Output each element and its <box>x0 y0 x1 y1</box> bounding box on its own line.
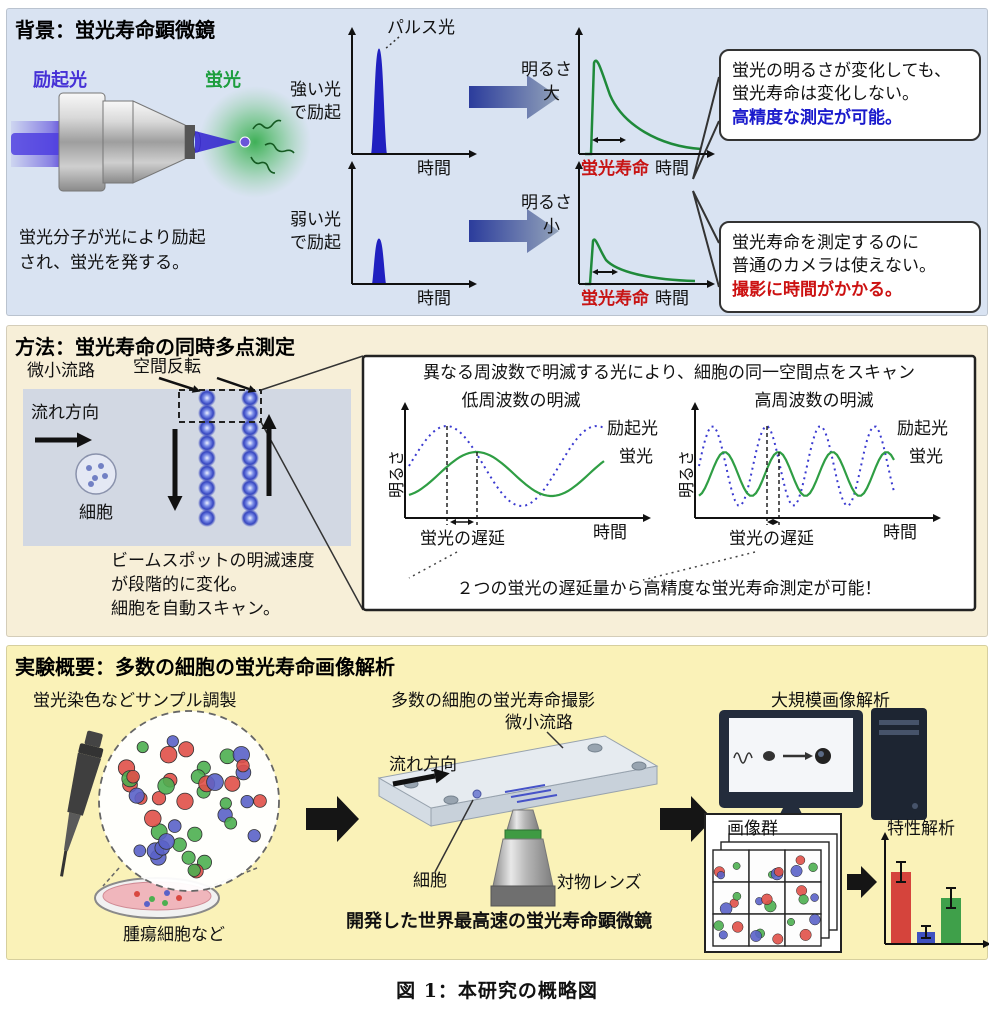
panel-background: 背景：蛍光寿命顕微鏡 励起光 蛍光 蛍光分子が光により励起 され、蛍光を発する。… <box>6 8 988 316</box>
bright-decay-curve <box>585 59 702 156</box>
weak-pulse-curve <box>363 238 431 285</box>
weak-light-line2: で励起 <box>290 233 341 252</box>
microfluidic-chip <box>377 735 659 827</box>
imaging-label: 多数の細胞の蛍光寿命撮影 <box>391 691 595 710</box>
callout-top-line3: 高精度な測定が可能。 <box>732 107 902 127</box>
objective-lens-illustration <box>58 92 201 192</box>
background-graphics <box>11 27 720 288</box>
microchannel-label: 微小流路 <box>27 361 95 380</box>
device-caption: 開発した世界最高速の蛍光寿命顕微鏡 <box>346 911 652 931</box>
small-label: 小 <box>543 217 560 236</box>
fluorescence-glow <box>199 86 311 198</box>
callout-top-pointer <box>692 76 720 180</box>
panel3-title: 実験概要：多数の細胞の蛍光寿命画像解析 <box>15 657 395 679</box>
lifetime-label-top: 蛍光寿命 <box>581 159 649 178</box>
spatial-inversion-label: 空間反転 <box>133 357 201 376</box>
panel2-title: 方法：蛍光寿命の同時多点測定 <box>15 337 295 359</box>
excitation-label: 励起光 <box>33 70 87 90</box>
tumor-cells-label: 腫瘍細胞など <box>123 925 225 944</box>
flow-direction-label-3: 流れ方向 <box>389 755 457 774</box>
objective-lens-under-chip <box>490 809 556 907</box>
characteristic-bar-chart <box>891 861 961 944</box>
flow-arrow-top <box>469 75 559 119</box>
panel1-title: 背景：蛍光寿命顕微鏡 <box>15 20 215 42</box>
callout-advantage: 蛍光の明るさが変化しても、 蛍光寿命は変化しない。 高精度な測定が可能。 <box>719 49 981 141</box>
lens-caption-line2: され、蛍光を発する。 <box>19 253 190 272</box>
detail-box <box>361 354 977 612</box>
low-frequency-waves <box>408 425 605 507</box>
callout-bottom-line3: 撮影に時間がかかる。 <box>732 279 902 299</box>
fluorescence-label: 蛍光 <box>205 70 241 90</box>
beam-caption-line2: が段階的に変化。 <box>111 575 247 594</box>
flow-arrow-bottom <box>469 209 559 253</box>
brightness-axis-label-2: 明るさ <box>679 449 696 498</box>
legend-fluorescence-2: 蛍光 <box>909 447 943 466</box>
callout-top-line2: 蛍光寿命は変化しない。 <box>732 84 919 104</box>
low-frequency-title: 低周波数の明滅 <box>461 391 581 410</box>
time-label-a: 時間 <box>417 159 451 178</box>
weak-light-line1: 弱い光 <box>290 210 341 229</box>
experiment-graphics <box>60 708 989 953</box>
beam-spot-columns <box>198 389 259 527</box>
dim-decay-curve <box>585 238 696 286</box>
microchannel-label-3: 微小流路 <box>505 713 573 732</box>
fluorescence-squiggle-arrows <box>250 119 295 174</box>
pulse-label: パルス光 <box>387 18 455 37</box>
time-label-high: 時間 <box>883 523 917 542</box>
large-label: 大 <box>543 84 560 103</box>
cell-label: 細胞 <box>79 503 113 522</box>
characteristics-label: 特性解析 <box>887 819 955 838</box>
step-arrow-1 <box>306 796 359 842</box>
panel-experiment: 実験概要：多数の細胞の蛍光寿命画像解析 蛍光染色などサンプル調製 腫瘍細胞など … <box>6 645 989 960</box>
dotted-connectors <box>408 551 756 581</box>
brightness-label-large: 明るさ <box>521 60 572 79</box>
beam-caption-line3: 細胞を自動スキャン。 <box>111 599 280 618</box>
callout-bottom-line2: 普通のカメラは使えない。 <box>732 256 936 276</box>
callout-problem: 蛍光寿命を測定するのに 普通のカメラは使えない。 撮影に時間がかかる。 <box>719 221 981 313</box>
delay-label-high: 蛍光の遅延 <box>729 529 814 548</box>
computer-tower <box>871 708 927 820</box>
step-arrow-2 <box>660 796 713 842</box>
brightness-label-small: 明るさ <box>521 193 572 212</box>
callout-bottom-line1: 蛍光寿命を測定するのに <box>732 233 919 252</box>
delay-markers <box>446 426 780 525</box>
figure-caption: 図 1：本研究の概略図 <box>396 980 598 1002</box>
time-label-d: 時間 <box>655 289 689 308</box>
callout-top-line1: 蛍光の明るさが変化しても、 <box>732 61 952 80</box>
detail-box-footer: ２つの蛍光の遅延量から高精度な蛍光寿命測定が可能！ <box>456 579 882 598</box>
objective-lens-label: 対物レンズ <box>557 873 642 892</box>
time-label-b: 時間 <box>417 289 451 308</box>
callout-bottom-pointer <box>692 190 720 288</box>
strong-pulse-curve <box>357 48 449 155</box>
lens-caption-line1: 蛍光分子が光により励起 <box>19 228 206 247</box>
lifetime-label-bottom: 蛍光寿命 <box>581 289 649 308</box>
panel-method: 方法：蛍光寿命の同時多点測定 微小流路 空間反転 流れ方向 細胞 ビームスポット… <box>6 325 988 637</box>
image-grid <box>712 849 822 947</box>
time-label-c: 時間 <box>655 159 689 178</box>
zoom-region-dashed-rect <box>178 389 262 423</box>
cell-illustration <box>75 453 117 495</box>
analysis-label: 大規模画像解析 <box>771 691 890 710</box>
legend-fluorescence-1: 蛍光 <box>619 447 653 466</box>
flow-direction-label: 流れ方向 <box>31 403 99 422</box>
high-frequency-title: 高周波数の明滅 <box>754 391 874 410</box>
beam-caption-line1: ビームスポットの明滅速度 <box>111 551 315 570</box>
sample-prep-label: 蛍光染色などサンプル調製 <box>33 691 237 710</box>
image-group-label: 画像群 <box>727 819 778 838</box>
method-graphics <box>23 354 977 612</box>
analysis-arrow <box>847 866 877 898</box>
brightness-axis-label-1: 明るさ <box>389 449 406 498</box>
detail-box-heading: 異なる周波数で明滅する光により、細胞の同一空間点をスキャン <box>423 363 915 382</box>
tumor-cell-cluster-dots <box>117 735 267 879</box>
time-label-low: 時間 <box>593 523 627 542</box>
cell-label-3: 細胞 <box>413 871 447 890</box>
pipette-icon <box>60 730 104 877</box>
delay-label-low: 蛍光の遅延 <box>420 529 505 548</box>
legend-excitation-1: 励起光 <box>607 419 658 438</box>
high-frequency-waves <box>698 425 895 507</box>
strong-light-line2: で励起 <box>290 103 341 122</box>
legend-excitation-2: 励起光 <box>897 419 948 438</box>
computer-monitor <box>719 710 863 826</box>
strong-light-line1: 強い光 <box>290 80 341 99</box>
